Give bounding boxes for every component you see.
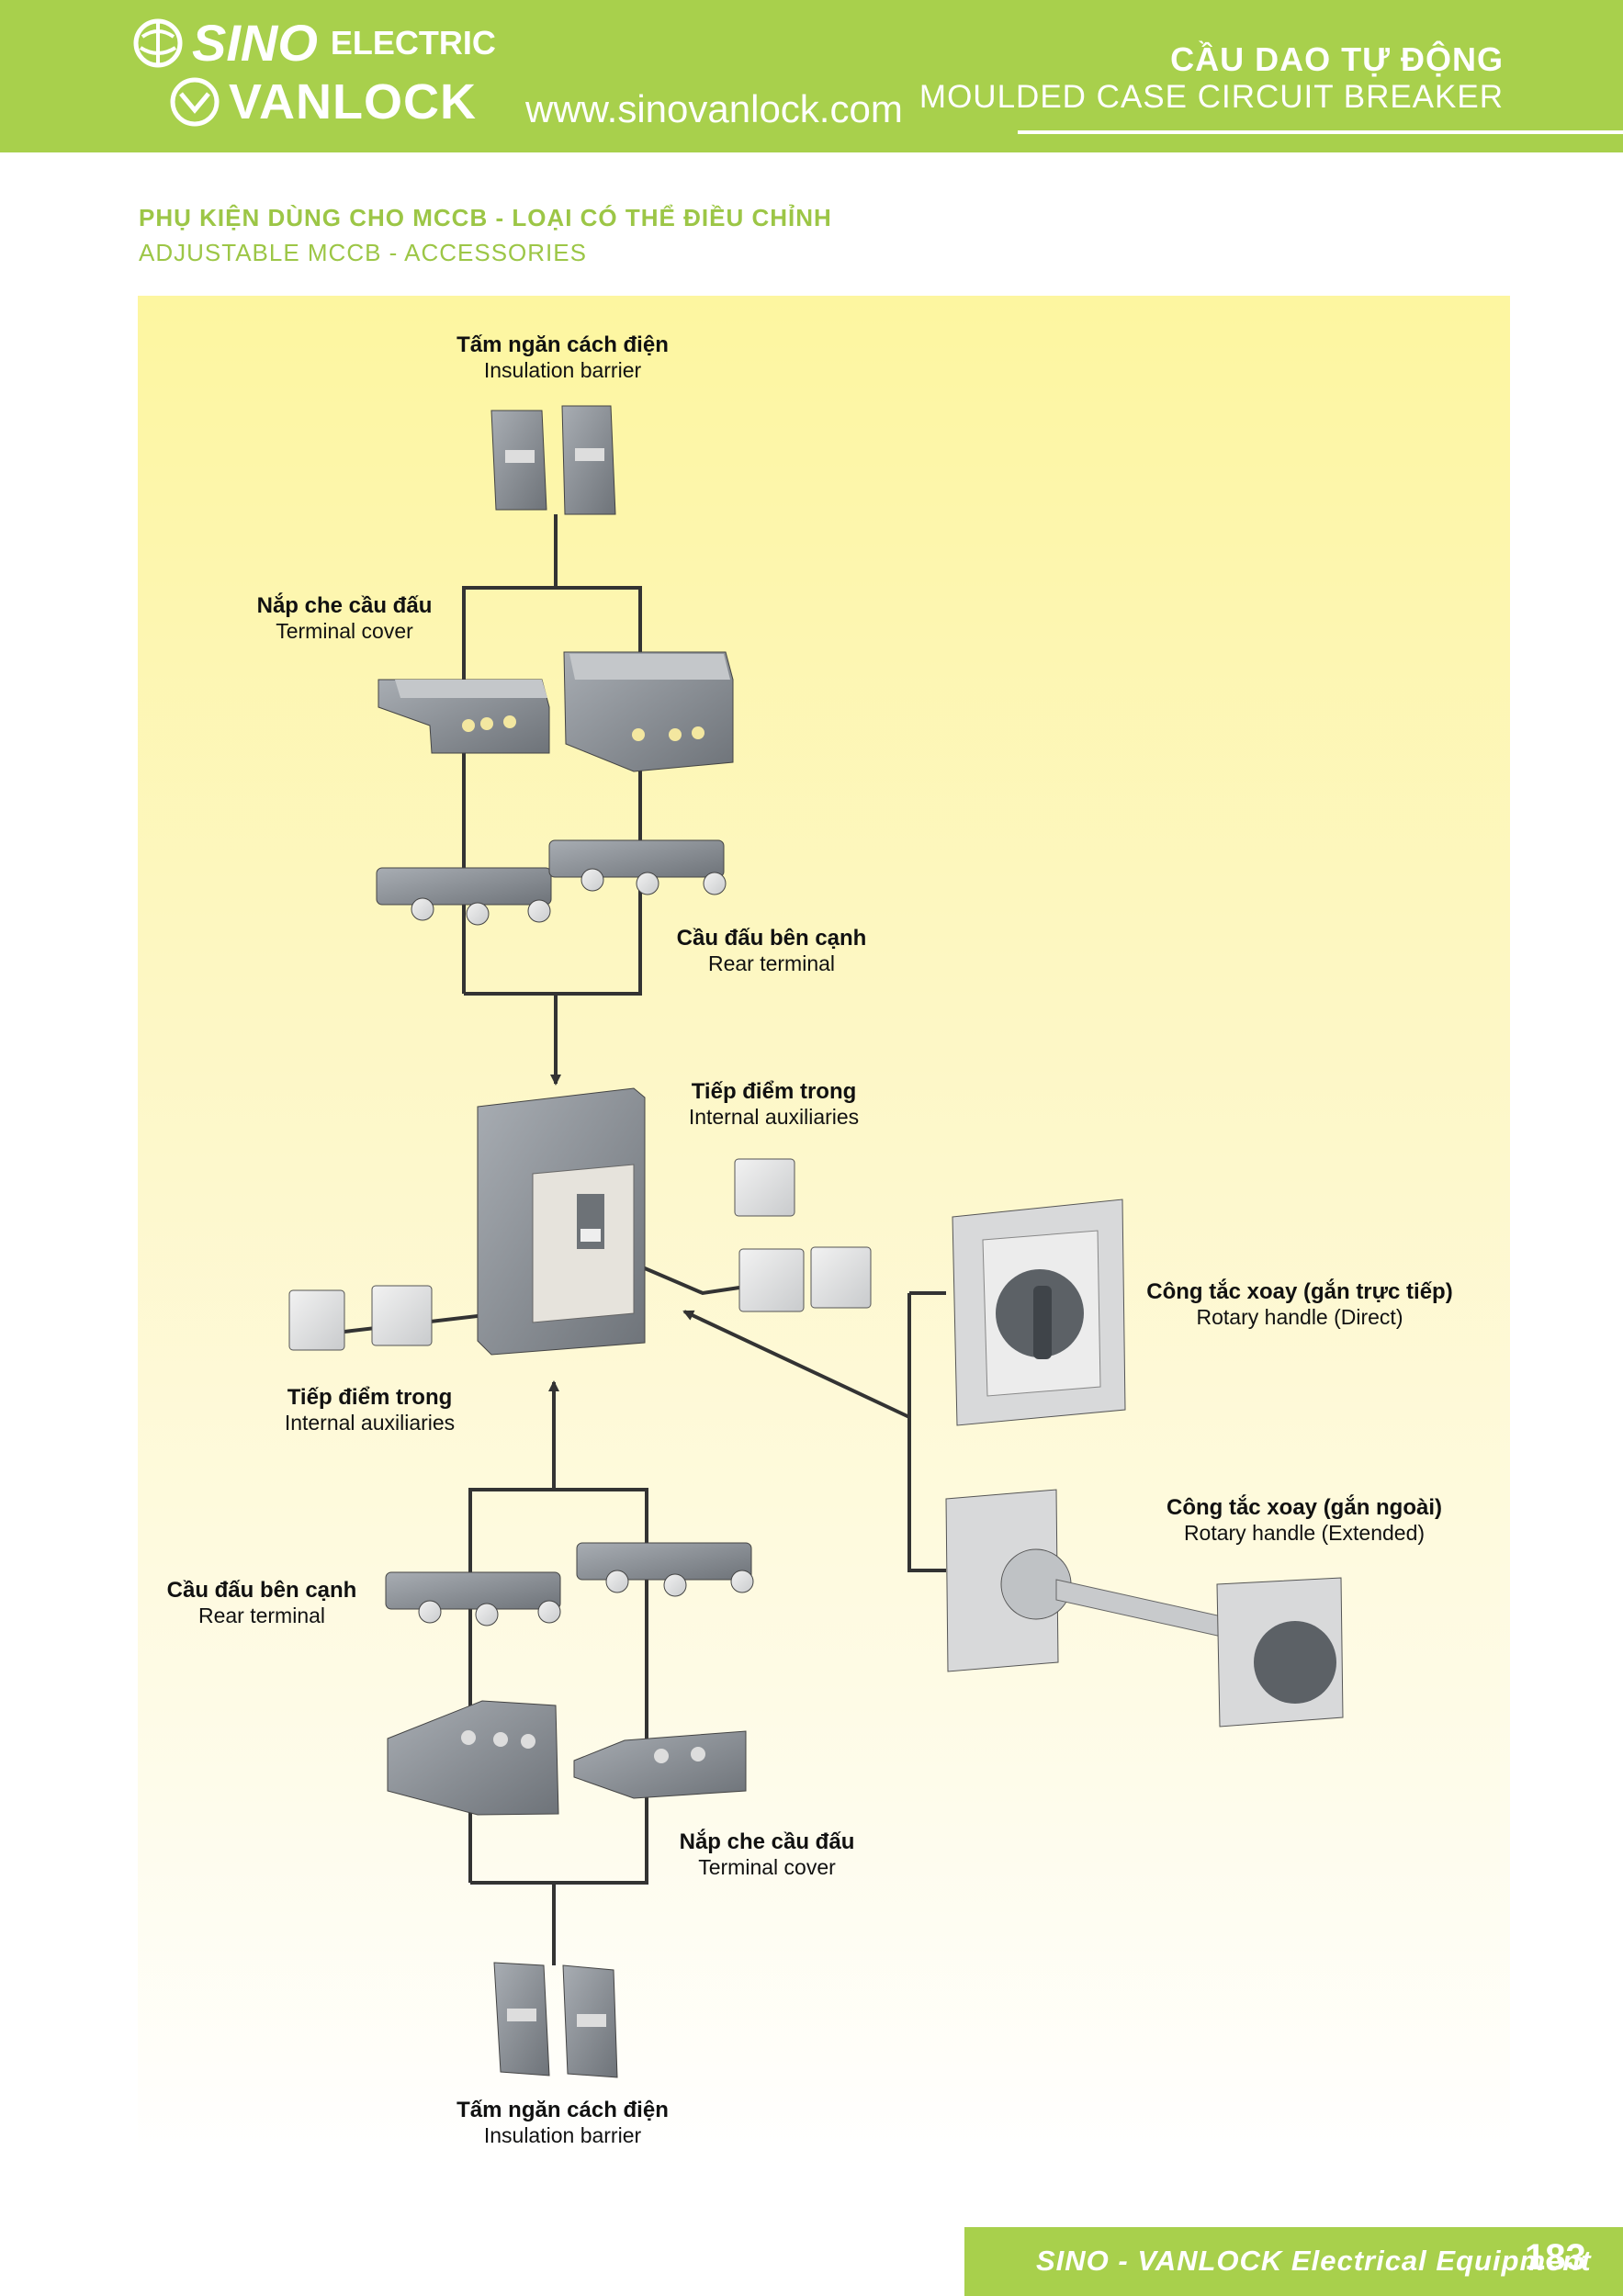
internal-auxiliary-left: [288, 1285, 433, 1351]
diagram-panel: [138, 296, 1510, 2169]
footer-brand-text: SINO - VANLOCK Electrical Equipment: [1036, 2245, 1592, 2277]
insulation-barrier-top: [490, 405, 616, 515]
vanlock-logo: VANLOCK: [170, 73, 477, 130]
website-url: www.sinovanlock.com: [525, 87, 903, 130]
title-divider: [1018, 130, 1623, 134]
label-rotary-handle-extended: Công tắc xoay (gắn ngoài)Rotary handle (…: [1166, 1495, 1443, 1545]
page-number: 183: [1525, 2237, 1586, 2278]
globe-icon: [133, 18, 183, 67]
insulation-barrier-bottom: [493, 1962, 618, 2078]
page-footer: [964, 2227, 1623, 2296]
label-rotary-handle-direct: Công tắc xoay (gắn trực tiếp)Rotary hand…: [1146, 1279, 1453, 1329]
section-title-vi: PHỤ KIỆN DÙNG CHO MCCB - LOẠI CÓ THỂ ĐIỀ…: [139, 204, 832, 231]
terminal-cover-top: [378, 651, 734, 772]
page-title-en: MOULDED CASE CIRCUIT BREAKER: [919, 79, 1504, 115]
globe-icon: [170, 77, 220, 127]
rear-terminal-bottom: [385, 1542, 754, 1626]
mccb-breaker: [477, 1087, 646, 1356]
terminal-cover-bottom: [387, 1700, 747, 1816]
rotary-handle-direct: [952, 1199, 1126, 1426]
rotary-handle-extended: [945, 1489, 1344, 1728]
rear-terminal-top: [376, 839, 727, 926]
internal-auxiliary-right: [734, 1158, 872, 1312]
page-title-vi: CẦU DAO TỰ ĐỘNG: [1170, 40, 1504, 78]
section-title-en: ADJUSTABLE MCCB - ACCESSORIES: [139, 239, 587, 266]
